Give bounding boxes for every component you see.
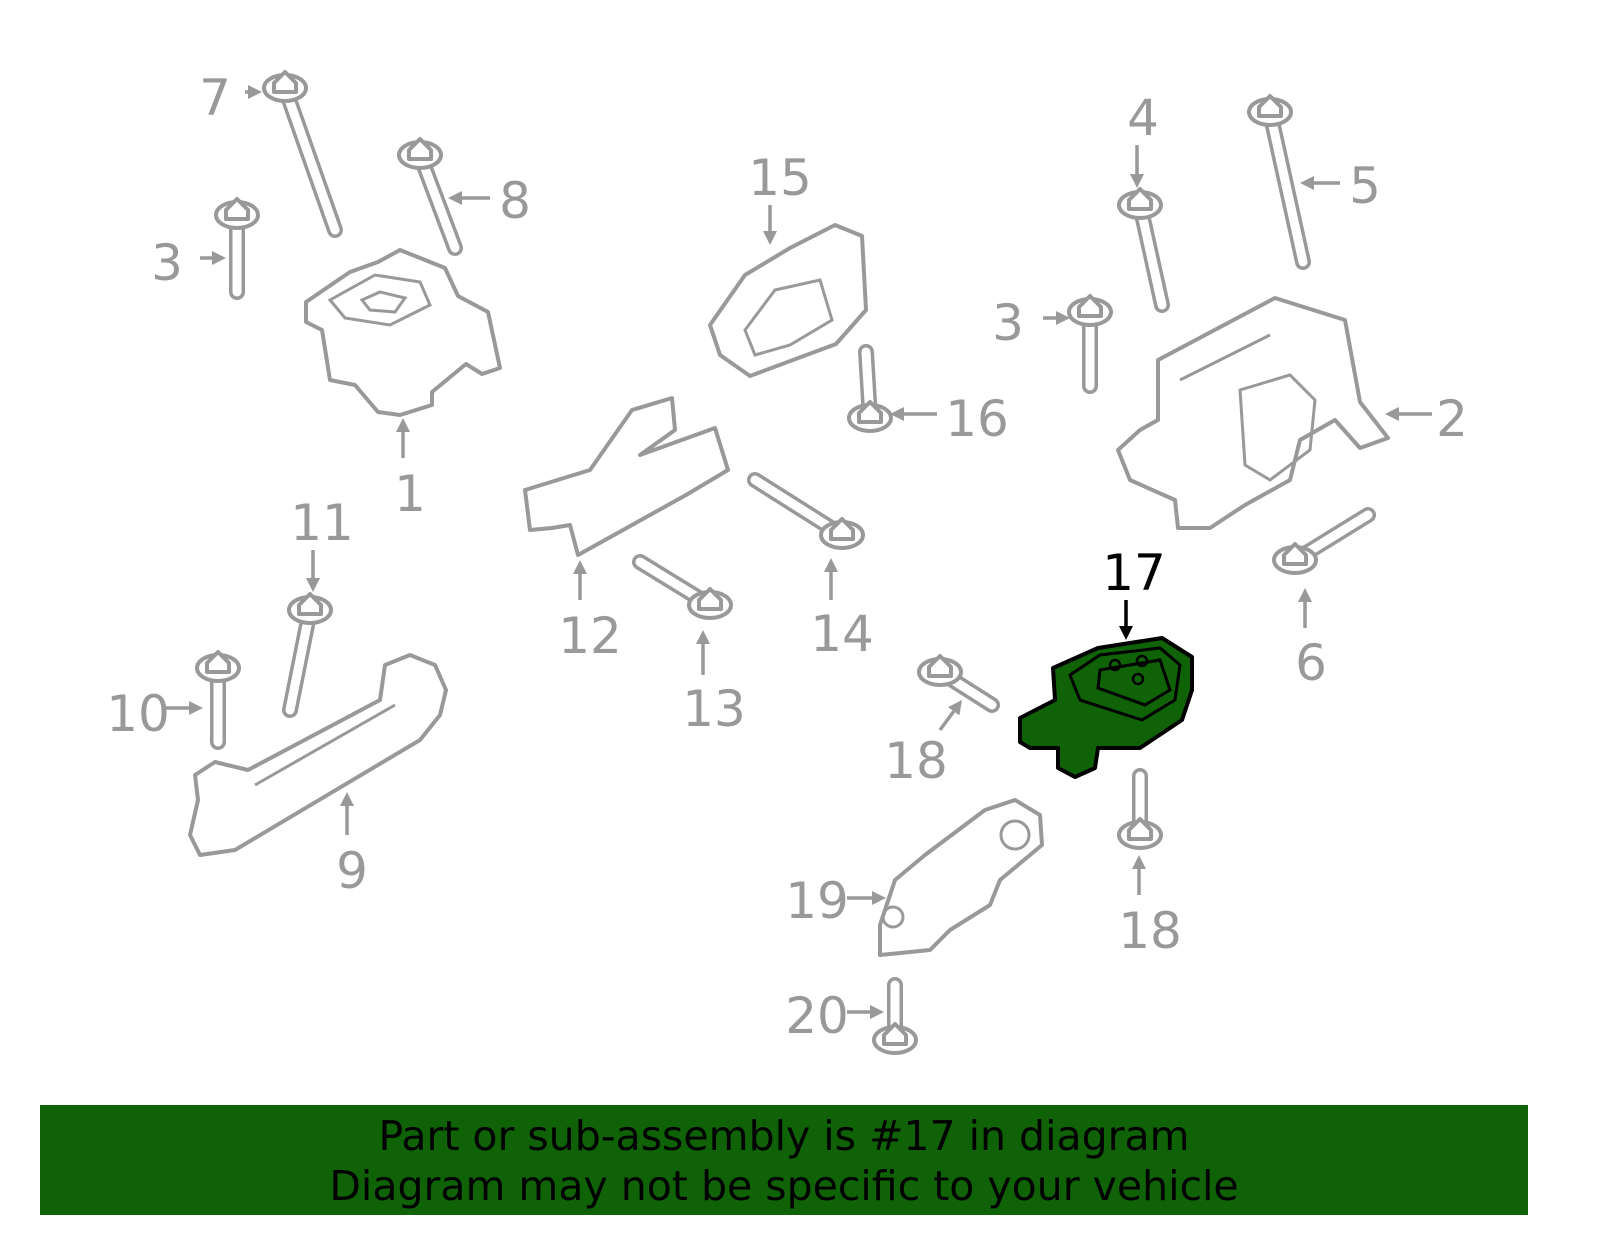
callout-8[interactable]: 8	[499, 172, 531, 230]
part-12-torque-rod[interactable]	[523, 396, 730, 557]
callout-17-highlighted[interactable]: 17	[1102, 544, 1166, 602]
bolt-20[interactable]	[872, 977, 918, 1055]
leader-arrow	[1043, 311, 1070, 325]
leader-arrow	[847, 1005, 884, 1019]
bolt-10[interactable]	[195, 650, 241, 750]
leader-arrow	[696, 630, 710, 675]
info-banner: Part or sub-assembly is #17 in diagram D…	[40, 1105, 1528, 1215]
callout-20[interactable]: 20	[785, 987, 849, 1045]
callout-6[interactable]: 6	[1295, 634, 1327, 692]
leader-arrow	[245, 85, 262, 99]
leader-arrow	[573, 560, 587, 600]
callout-2[interactable]: 2	[1436, 390, 1468, 448]
leader-arrow	[824, 558, 838, 600]
bolt-13[interactable]	[632, 554, 733, 620]
leader-arrow	[448, 191, 490, 205]
bolt-3b[interactable]	[1067, 294, 1113, 394]
callout-11[interactable]: 11	[290, 494, 354, 552]
bolt-11[interactable]	[282, 592, 333, 718]
part-9-crossmember[interactable]	[188, 653, 448, 857]
callout-19[interactable]: 19	[785, 872, 849, 930]
part-19-mount[interactable]	[878, 798, 1044, 957]
banner-line-1: Part or sub-assembly is #17 in diagram	[378, 1112, 1190, 1160]
leader-arrow	[1132, 855, 1146, 895]
bolt-16[interactable]	[847, 344, 893, 433]
leader-arrow	[1130, 145, 1144, 188]
leader-arrow	[165, 701, 203, 715]
callout-9[interactable]: 9	[336, 842, 368, 900]
leader-arrow	[1385, 407, 1432, 421]
bolt-14[interactable]	[747, 472, 865, 550]
callout-12[interactable]: 12	[558, 607, 622, 665]
bolt-6[interactable]	[1272, 507, 1376, 575]
callout-3[interactable]: 3	[151, 234, 183, 292]
part-drawings	[165, 70, 1432, 1055]
bolt-4[interactable]	[1117, 187, 1170, 313]
callout-14[interactable]: 14	[810, 605, 874, 663]
callout-10[interactable]: 10	[106, 685, 170, 743]
callout-13[interactable]: 13	[682, 680, 746, 738]
leader-arrow	[890, 407, 937, 421]
bolt-7[interactable]	[262, 70, 343, 238]
part-1-engine-mount[interactable]	[304, 248, 502, 417]
leader-arrow	[340, 792, 354, 835]
callout-4[interactable]: 4	[1127, 89, 1159, 147]
leader-arrow	[200, 251, 226, 265]
part-15-mount-bracket[interactable]	[708, 223, 868, 378]
bolt-3[interactable]	[214, 197, 260, 300]
leader-arrow	[938, 700, 962, 732]
bolt-8[interactable]	[397, 137, 463, 256]
callout-7[interactable]: 7	[199, 69, 231, 127]
leader-arrow	[847, 891, 886, 905]
leader-arrow	[1300, 176, 1340, 190]
banner-line-2: Diagram may not be specific to your vehi…	[329, 1162, 1239, 1210]
bolt-18b[interactable]	[1117, 768, 1163, 850]
leader-arrow	[763, 205, 777, 245]
callout-1[interactable]: 1	[394, 465, 426, 523]
leader-arrow	[1298, 588, 1312, 628]
bolt-5[interactable]	[1247, 94, 1311, 270]
leader-arrow	[306, 550, 320, 592]
callout-3b[interactable]: 3	[992, 294, 1024, 352]
bolt-18[interactable]	[917, 654, 1000, 713]
leader-arrow	[396, 418, 410, 458]
leader-arrow	[1119, 600, 1133, 640]
callout-15[interactable]: 15	[748, 149, 812, 207]
part-2-transmission-mount[interactable]	[1116, 296, 1390, 530]
callout-16[interactable]: 16	[945, 390, 1009, 448]
callout-18b[interactable]: 18	[1118, 902, 1182, 960]
callout-5[interactable]: 5	[1349, 157, 1381, 215]
callout-18[interactable]: 18	[884, 732, 948, 790]
